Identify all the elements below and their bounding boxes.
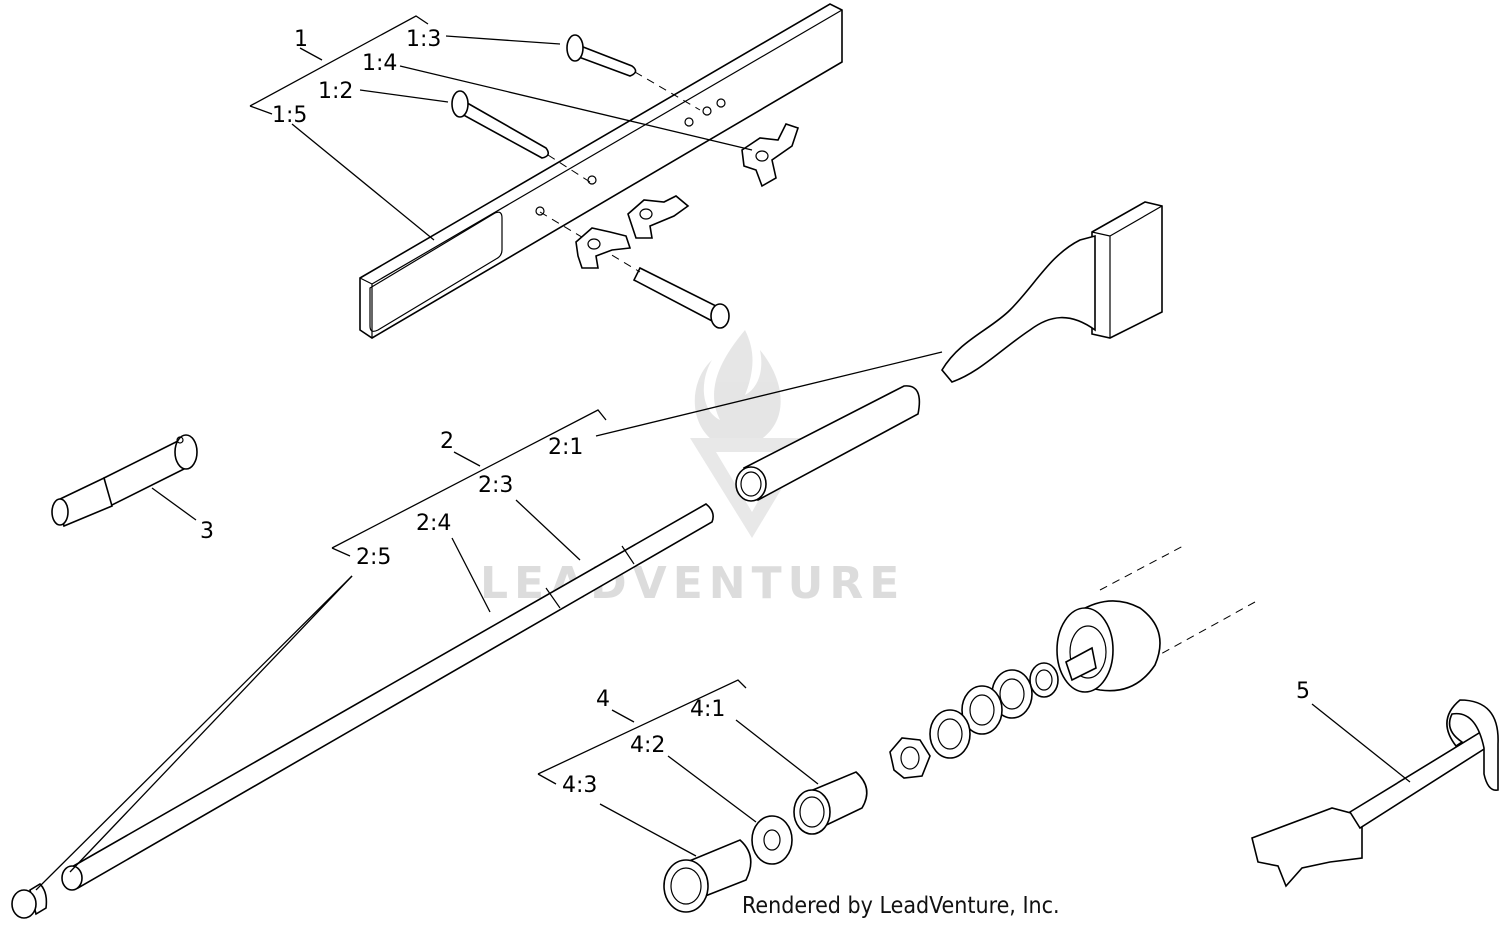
hex-nut <box>889 737 931 779</box>
callout-1-4: 1:4 <box>362 51 397 76</box>
callout-2: 2 <box>440 429 454 454</box>
callout-2-5: 2:5 <box>356 545 391 570</box>
wing-nut-1 <box>741 123 800 188</box>
callout-1-5: 1:5 <box>272 103 307 128</box>
group-1-parts <box>359 3 843 339</box>
flame-logo-icon <box>694 330 781 440</box>
paint-brush <box>941 201 1163 383</box>
callout-4: 4 <box>596 687 610 712</box>
washer-4-2 <box>751 815 793 865</box>
splined-adapter <box>51 434 198 528</box>
group-4-parts <box>663 771 868 913</box>
long-bar <box>359 3 843 339</box>
callout-3: 3 <box>200 519 214 544</box>
clevis-pin-upper <box>566 34 701 111</box>
clevis-pin-middle <box>451 90 591 183</box>
roller-assembly <box>889 544 1256 779</box>
leader-lines <box>35 15 1411 891</box>
callout-4-1: 4:1 <box>690 697 725 722</box>
label-decal <box>369 211 503 332</box>
callout-4-2: 4:2 <box>630 733 665 758</box>
callout-1-2: 1:2 <box>318 79 353 104</box>
handle-sleeve <box>742 385 921 502</box>
wing-nut-3 <box>575 227 632 269</box>
group-2-parts <box>11 385 921 919</box>
callout-2-4: 2:4 <box>416 511 451 536</box>
callout-4-3: 4:3 <box>562 773 597 798</box>
clevis-pin-lower <box>539 211 730 329</box>
callout-5: 5 <box>1296 679 1310 704</box>
callout-2-1: 2:1 <box>548 435 583 460</box>
callout-1: 1 <box>294 27 308 52</box>
leadventure-watermark: LEADVENTURE <box>480 330 899 609</box>
wing-nut-2 <box>627 195 690 239</box>
fork-tool <box>1251 699 1499 888</box>
long-shaft <box>68 503 714 890</box>
callout-2-3: 2:3 <box>478 473 513 498</box>
callout-1-3: 1:3 <box>406 27 441 52</box>
end-cap <box>29 882 48 916</box>
callout-labels: 1 1:3 1:4 1:2 1:5 2 2:1 2:3 2:4 2:5 3 4 … <box>200 27 1310 798</box>
footer-credit: Rendered by LeadVenture, Inc. <box>742 893 1060 919</box>
